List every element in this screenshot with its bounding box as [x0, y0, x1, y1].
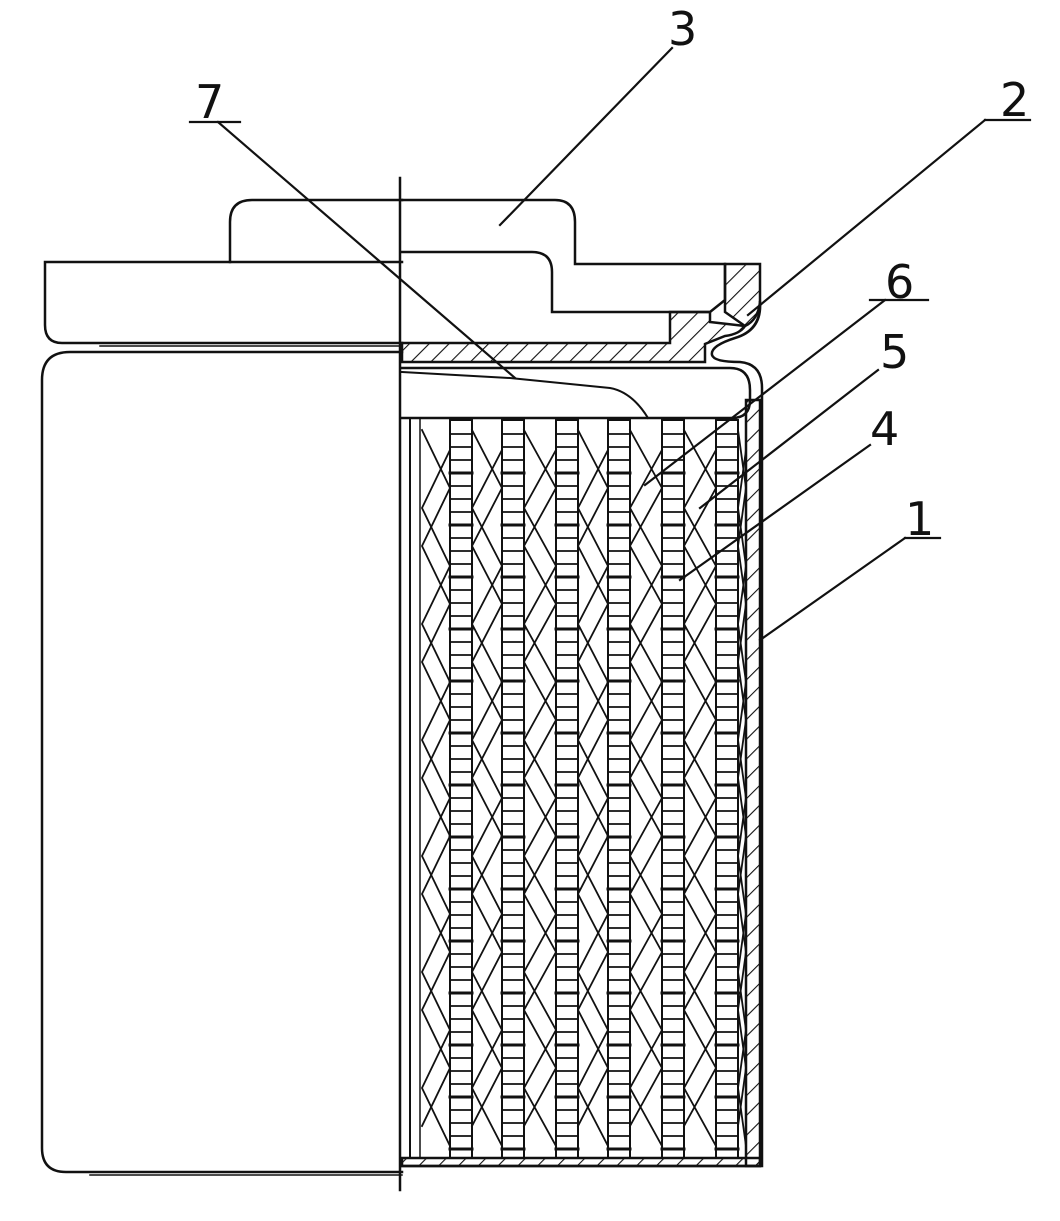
- lid-plate: [402, 312, 745, 362]
- electrode-stack: [422, 420, 746, 1158]
- electrode-column: [662, 420, 684, 1158]
- electrode-column: [556, 420, 578, 1158]
- leader-1: [760, 538, 905, 640]
- exterior-view: [42, 200, 402, 1175]
- callout-3: 3: [668, 2, 697, 56]
- leader-2: [748, 120, 985, 315]
- leader-3: [500, 48, 672, 225]
- electrode-column: [716, 420, 738, 1158]
- cap-rim-left: [45, 262, 402, 343]
- terminal-cap-section: [402, 200, 725, 312]
- electrode-column: [502, 420, 524, 1158]
- callout-1: 1: [905, 492, 934, 546]
- can-wall: [746, 400, 760, 1166]
- callout-2: 2: [1000, 73, 1029, 127]
- callout-5: 5: [880, 325, 909, 379]
- callout-4: 4: [870, 402, 899, 456]
- electrode-column: [450, 420, 472, 1158]
- disk-curve: [402, 372, 648, 418]
- leader-7: [218, 122, 515, 378]
- body-left: [42, 352, 402, 1172]
- terminal-left: [230, 200, 402, 262]
- callout-7: 7: [195, 75, 224, 129]
- callout-6: 6: [885, 255, 914, 309]
- electrode-column: [608, 420, 630, 1158]
- cross-section: [402, 200, 762, 1166]
- seal-ring: [725, 264, 760, 326]
- leader-5: [700, 370, 878, 508]
- bottom-plate: [402, 1158, 760, 1166]
